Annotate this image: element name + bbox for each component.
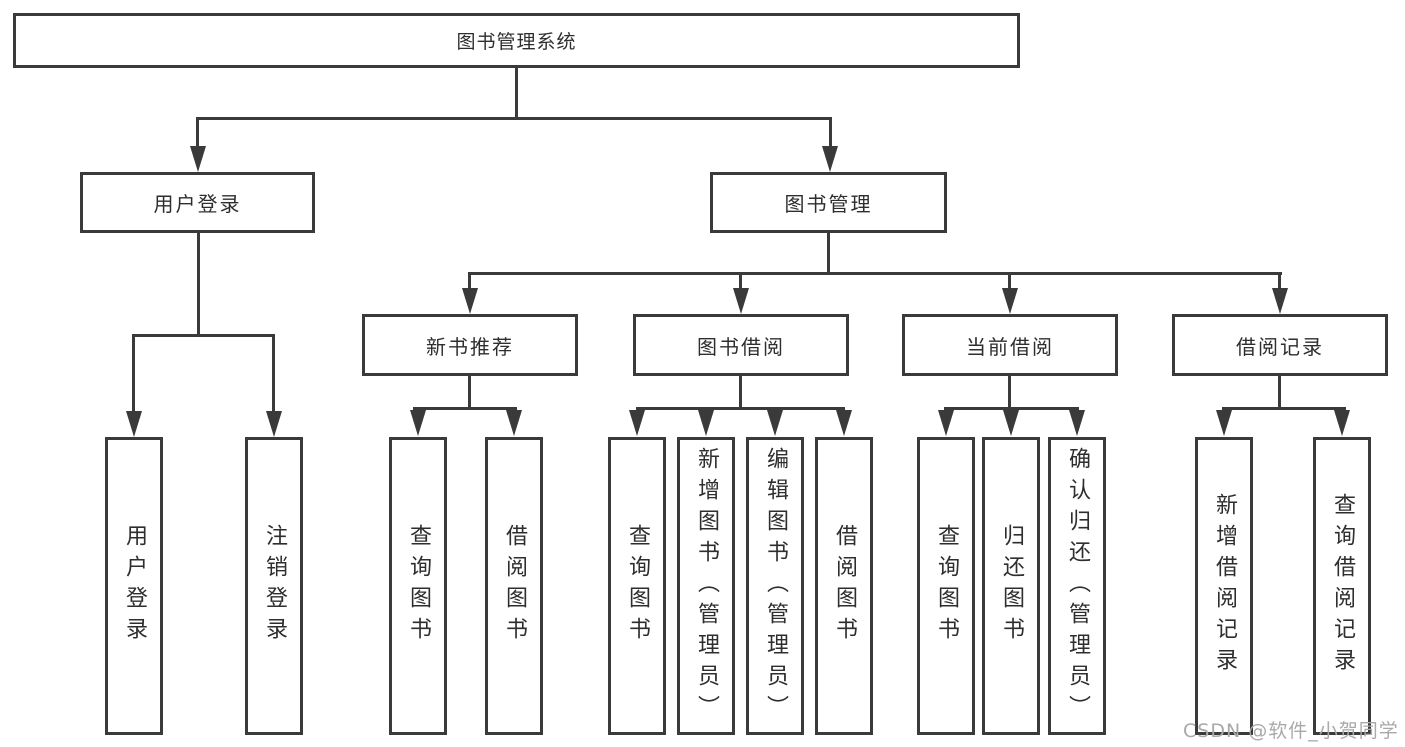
connector-bookborrow-stem bbox=[739, 376, 742, 410]
node-user-login: 用户登录 bbox=[80, 172, 315, 233]
leaf-bookborrow-query-label: 查询图书 bbox=[625, 524, 650, 648]
arrow-down-icon bbox=[733, 288, 749, 314]
node-root: 图书管理系统 bbox=[13, 13, 1020, 68]
node-new-book-recommend-label: 新书推荐 bbox=[426, 334, 514, 359]
leaf-currentborrow-confirm-label: 确认归还（管理员） bbox=[1065, 446, 1090, 726]
leaf-bookborrow-add: 新增图书（管理员） bbox=[677, 437, 735, 735]
node-root-label: 图书管理系统 bbox=[456, 31, 577, 53]
arrow-down-icon bbox=[506, 410, 522, 436]
connector-bookmgmt-drop-4 bbox=[1278, 272, 1281, 290]
leaf-currentborrow-return: 归还图书 bbox=[982, 437, 1040, 735]
leaf-currentborrow-confirm: 确认归还（管理员） bbox=[1048, 437, 1106, 735]
node-book-borrow-label: 图书借阅 bbox=[697, 334, 785, 359]
node-borrow-records: 借阅记录 bbox=[1172, 314, 1388, 376]
connector-bookborrow-rail bbox=[636, 407, 845, 410]
leaf-newbooks-borrow: 借阅图书 bbox=[485, 437, 543, 735]
leaf-newbooks-query-label: 查询图书 bbox=[406, 524, 431, 648]
arrow-down-icon bbox=[698, 410, 714, 436]
leaf-bookborrow-query: 查询图书 bbox=[608, 437, 666, 735]
leaf-records-query-label: 查询借阅记录 bbox=[1330, 493, 1355, 679]
connector-userlogin-stem bbox=[197, 233, 200, 337]
connector-root-stem bbox=[515, 68, 518, 120]
node-book-management-label: 图书管理 bbox=[784, 192, 873, 216]
connector-bookmgmt-rail bbox=[468, 272, 1282, 275]
leaf-bookborrow-add-label: 新增图书（管理员） bbox=[694, 446, 719, 726]
arrow-down-icon bbox=[822, 146, 838, 172]
leaf-bookborrow-borrow-label: 借阅图书 bbox=[832, 524, 857, 648]
leaf-logout-label: 注销登录 bbox=[262, 524, 287, 648]
arrow-down-icon bbox=[266, 411, 282, 437]
node-borrow-records-label: 借阅记录 bbox=[1236, 334, 1324, 359]
connector-bookmgmt-drop-1 bbox=[468, 272, 471, 290]
connector-root-drop-left bbox=[196, 117, 199, 149]
connector-userlogin-drop-2 bbox=[272, 334, 275, 413]
connector-root-drop-right bbox=[829, 117, 832, 149]
node-new-book-recommend: 新书推荐 bbox=[362, 314, 578, 376]
leaf-logout: 注销登录 bbox=[245, 437, 303, 735]
node-current-borrow: 当前借阅 bbox=[902, 314, 1118, 376]
leaf-user-login-label: 用户登录 bbox=[122, 524, 147, 648]
leaf-newbooks-borrow-label: 借阅图书 bbox=[502, 524, 527, 648]
leaf-records-query: 查询借阅记录 bbox=[1313, 437, 1371, 735]
node-book-management: 图书管理 bbox=[710, 172, 947, 233]
leaf-currentborrow-query: 查询图书 bbox=[917, 437, 975, 735]
connector-newbooks-stem bbox=[468, 376, 471, 410]
arrow-down-icon bbox=[462, 288, 478, 314]
arrow-down-icon bbox=[410, 410, 426, 436]
connector-bookmgmt-drop-3 bbox=[1008, 272, 1011, 290]
leaf-currentborrow-query-label: 查询图书 bbox=[934, 524, 959, 648]
connector-bookmgmt-drop-2 bbox=[739, 272, 742, 290]
connector-borrowrecords-rail bbox=[1222, 407, 1346, 410]
connector-bookmgmt-stem bbox=[827, 233, 830, 275]
leaf-records-add-label: 新增借阅记录 bbox=[1212, 493, 1237, 679]
arrow-down-icon bbox=[1216, 410, 1232, 436]
node-current-borrow-label: 当前借阅 bbox=[966, 334, 1054, 359]
connector-borrowrecords-stem bbox=[1278, 376, 1281, 410]
leaf-newbooks-query: 查询图书 bbox=[389, 437, 447, 735]
leaf-records-add: 新增借阅记录 bbox=[1195, 437, 1253, 735]
arrow-down-icon bbox=[1334, 410, 1350, 436]
arrow-down-icon bbox=[1272, 288, 1288, 314]
leaf-user-login: 用户登录 bbox=[105, 437, 163, 735]
leaf-bookborrow-edit: 编辑图书（管理员） bbox=[746, 437, 804, 735]
arrow-down-icon bbox=[629, 410, 645, 436]
arrow-down-icon bbox=[1002, 288, 1018, 314]
connector-currentborrow-rail bbox=[944, 407, 1079, 410]
connector-newbooks-rail bbox=[413, 407, 517, 410]
node-user-login-label: 用户登录 bbox=[153, 192, 242, 216]
arrow-down-icon bbox=[1003, 410, 1019, 436]
arrow-down-icon bbox=[836, 410, 852, 436]
connector-userlogin-drop-1 bbox=[132, 334, 135, 413]
node-book-borrow: 图书借阅 bbox=[633, 314, 849, 376]
arrow-down-icon bbox=[767, 410, 783, 436]
leaf-bookborrow-borrow: 借阅图书 bbox=[815, 437, 873, 735]
connector-userlogin-rail bbox=[132, 334, 275, 337]
leaf-bookborrow-edit-label: 编辑图书（管理员） bbox=[763, 446, 788, 726]
arrow-down-icon bbox=[190, 146, 206, 172]
arrow-down-icon bbox=[938, 410, 954, 436]
csdn-watermark: CSDN @软件_小贺同学 bbox=[1183, 720, 1399, 742]
leaf-currentborrow-return-label: 归还图书 bbox=[999, 524, 1024, 648]
connector-root-rail bbox=[196, 117, 832, 120]
connector-currentborrow-stem bbox=[1008, 376, 1011, 410]
arrow-down-icon bbox=[1069, 410, 1085, 436]
arrow-down-icon bbox=[126, 411, 142, 437]
